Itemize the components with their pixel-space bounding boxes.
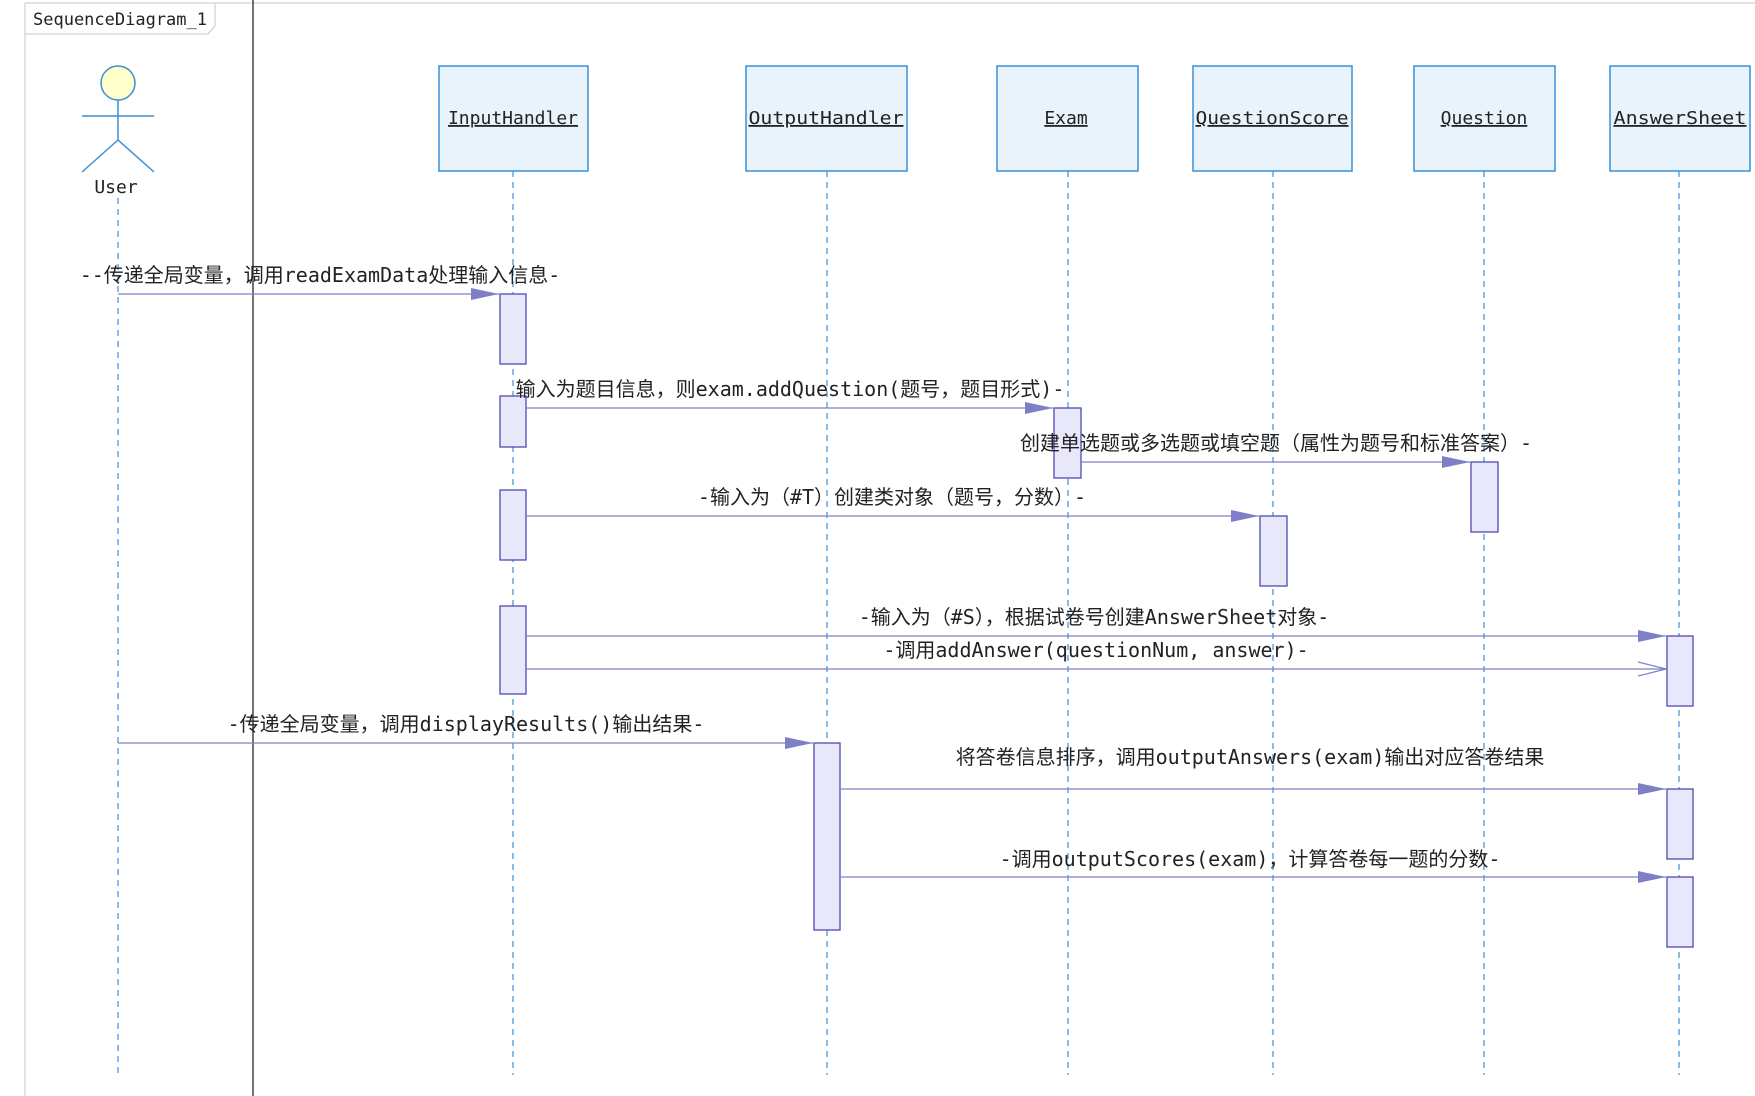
message-label: 将答卷信息排序，调用outputAnswers(exam)输出对应答卷结果: [956, 745, 1545, 769]
message-label: -调用outputScores(exam)，计算答卷每一题的分数-: [1000, 847, 1501, 871]
activation-bar: [1470, 461, 1499, 533]
message-output-answers: 将答卷信息排序，调用outputAnswers(exam)输出对应答卷结果: [840, 745, 1666, 795]
activation-bar: [1666, 876, 1694, 948]
participant-output-handler: OutputHandler: [745, 65, 908, 1075]
participant-label: AnswerSheet: [1614, 108, 1747, 129]
message-label: 输入为题目信息，则exam.addQuestion(题号，题目形式)-: [516, 377, 1065, 401]
message-display-results: -传递全局变量，调用displayResults()输出结果-: [118, 712, 813, 749]
participant-question: Question: [1413, 65, 1556, 1075]
activation-bar: [499, 293, 527, 365]
activation-bar: [1053, 407, 1082, 479]
actor-head: [100, 65, 136, 101]
participant-question-score: QuestionScore: [1192, 65, 1353, 1075]
participant-answer-sheet: AnswerSheet: [1609, 65, 1751, 1075]
activation-bar: [813, 742, 841, 931]
actor-user: User: [81, 65, 155, 1075]
participant-exam: Exam: [996, 65, 1139, 1075]
participant-label: OutputHandler: [749, 108, 904, 129]
activation-bar: [499, 605, 527, 695]
participant-label: InputHandler: [448, 108, 578, 129]
message-create-question-score: -输入为（#T）创建类对象（题号，分数）-: [526, 485, 1259, 522]
message-label: --传递全局变量，调用readExamData处理输入信息-: [80, 263, 561, 287]
activation-bar: [1666, 788, 1694, 860]
activation-bar: [1259, 515, 1288, 587]
activation-bar: [499, 395, 527, 448]
participant-label: QuestionScore: [1196, 108, 1349, 129]
message-output-scores: -调用outputScores(exam)，计算答卷每一题的分数-: [840, 847, 1666, 883]
message-create-question: 创建单选题或多选题或填空题（属性为题号和标准答案）-: [1020, 431, 1532, 468]
message-label: -传递全局变量，调用displayResults()输出结果-: [228, 712, 705, 736]
participant-input-handler: InputHandler: [438, 65, 589, 1075]
activation-bar: [499, 489, 527, 561]
participant-box: [1609, 65, 1751, 172]
message-add-question: 输入为题目信息，则exam.addQuestion(题号，题目形式)-: [516, 377, 1065, 414]
actor-label: User: [94, 177, 138, 198]
activations: [499, 293, 1694, 948]
participant-box: [1192, 65, 1353, 172]
participant-label: Exam: [1044, 108, 1087, 129]
message-label: -输入为（#T）创建类对象（题号，分数）-: [698, 485, 1086, 509]
message-read-exam-data: --传递全局变量，调用readExamData处理输入信息-: [80, 263, 561, 300]
message-label: -调用addAnswer(questionNum, answer)-: [883, 638, 1308, 662]
diagram-frame: SequenceDiagram_1: [24, 0, 1755, 1096]
participant-label: Question: [1441, 108, 1528, 129]
message-create-answer-sheet: -输入为（#S），根据试卷号创建AnswerSheet对象-: [526, 605, 1666, 642]
participant-box: [996, 65, 1139, 172]
message-label: 创建单选题或多选题或填空题（属性为题号和标准答案）-: [1020, 431, 1532, 455]
message-label: -输入为（#S），根据试卷号创建AnswerSheet对象-: [859, 605, 1330, 629]
participant-box: [1413, 65, 1556, 172]
activation-bar: [1666, 635, 1694, 707]
message-add-answer: -调用addAnswer(questionNum, answer)-: [526, 638, 1666, 669]
frame-label: SequenceDiagram_1: [33, 10, 207, 30]
